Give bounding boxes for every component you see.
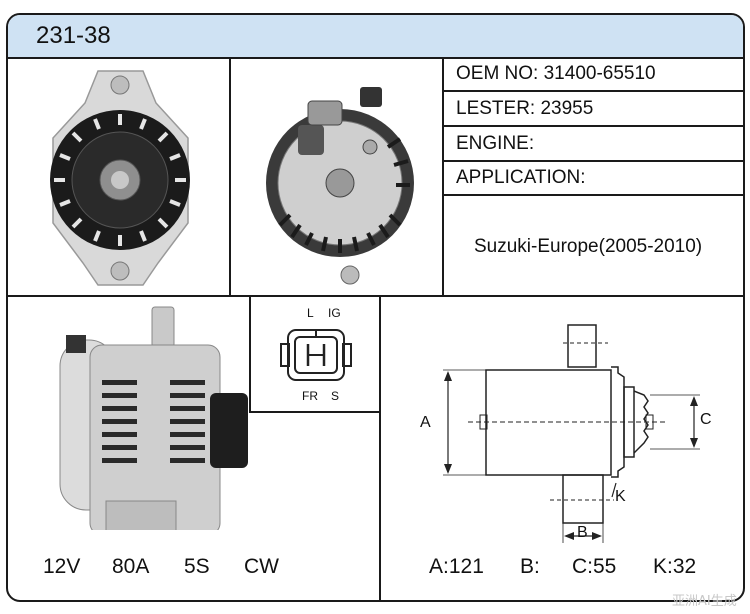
pin-label-l: L <box>307 306 314 320</box>
spec-voltage: 12V <box>43 555 81 578</box>
connector-plug-diagram <box>280 329 352 381</box>
oem-row: OEM NO: 31400-65510 <box>444 57 743 92</box>
dim-label-b: B <box>577 524 588 541</box>
spec-pulley: 5S <box>184 555 210 578</box>
dim-value-a: A:121 <box>429 555 484 578</box>
dim-label-c: C <box>700 411 712 428</box>
divider <box>442 57 444 295</box>
alternator-side-photo <box>59 306 248 530</box>
header-bar: 231-38 <box>8 15 743 59</box>
product-card: 231-38 OEM NO: 31400-65510 LESTER: 23955… <box>6 13 745 602</box>
application-row: APPLICATION: <box>444 162 743 196</box>
dim-label-a: A <box>420 414 431 431</box>
spec-amperage: 80A <box>112 555 150 578</box>
engine-row: ENGINE: <box>444 127 743 162</box>
dim-value-c: C:55 <box>572 555 617 578</box>
divider <box>249 411 381 413</box>
pin-label-fr: FR <box>302 389 318 403</box>
application-value: Suzuki-Europe(2005-2010) <box>474 236 703 257</box>
lester-number: LESTER: 23955 <box>456 98 594 119</box>
divider <box>8 295 743 297</box>
dim-value-b: B: <box>520 555 540 578</box>
model-code: 231-38 <box>36 22 111 49</box>
application-label: APPLICATION: <box>456 167 586 188</box>
pin-label-s: S <box>331 389 340 403</box>
pin-label-ig: IG <box>328 306 341 320</box>
dimension-drawing <box>443 324 700 543</box>
spec-rotation: CW <box>244 555 279 578</box>
divider <box>229 57 231 295</box>
engine-label: ENGINE: <box>456 133 535 154</box>
dim-label-k: K <box>615 488 626 505</box>
divider <box>379 295 381 600</box>
alternator-rear-photo <box>266 87 414 285</box>
watermark: 亚洲AI生成 <box>672 594 737 609</box>
oem-number: OEM NO: 31400-65510 <box>456 63 656 84</box>
alternator-front-photo <box>50 70 190 286</box>
dim-value-k: K:32 <box>653 555 697 578</box>
divider <box>249 295 251 413</box>
lester-row: LESTER: 23955 <box>444 92 743 127</box>
